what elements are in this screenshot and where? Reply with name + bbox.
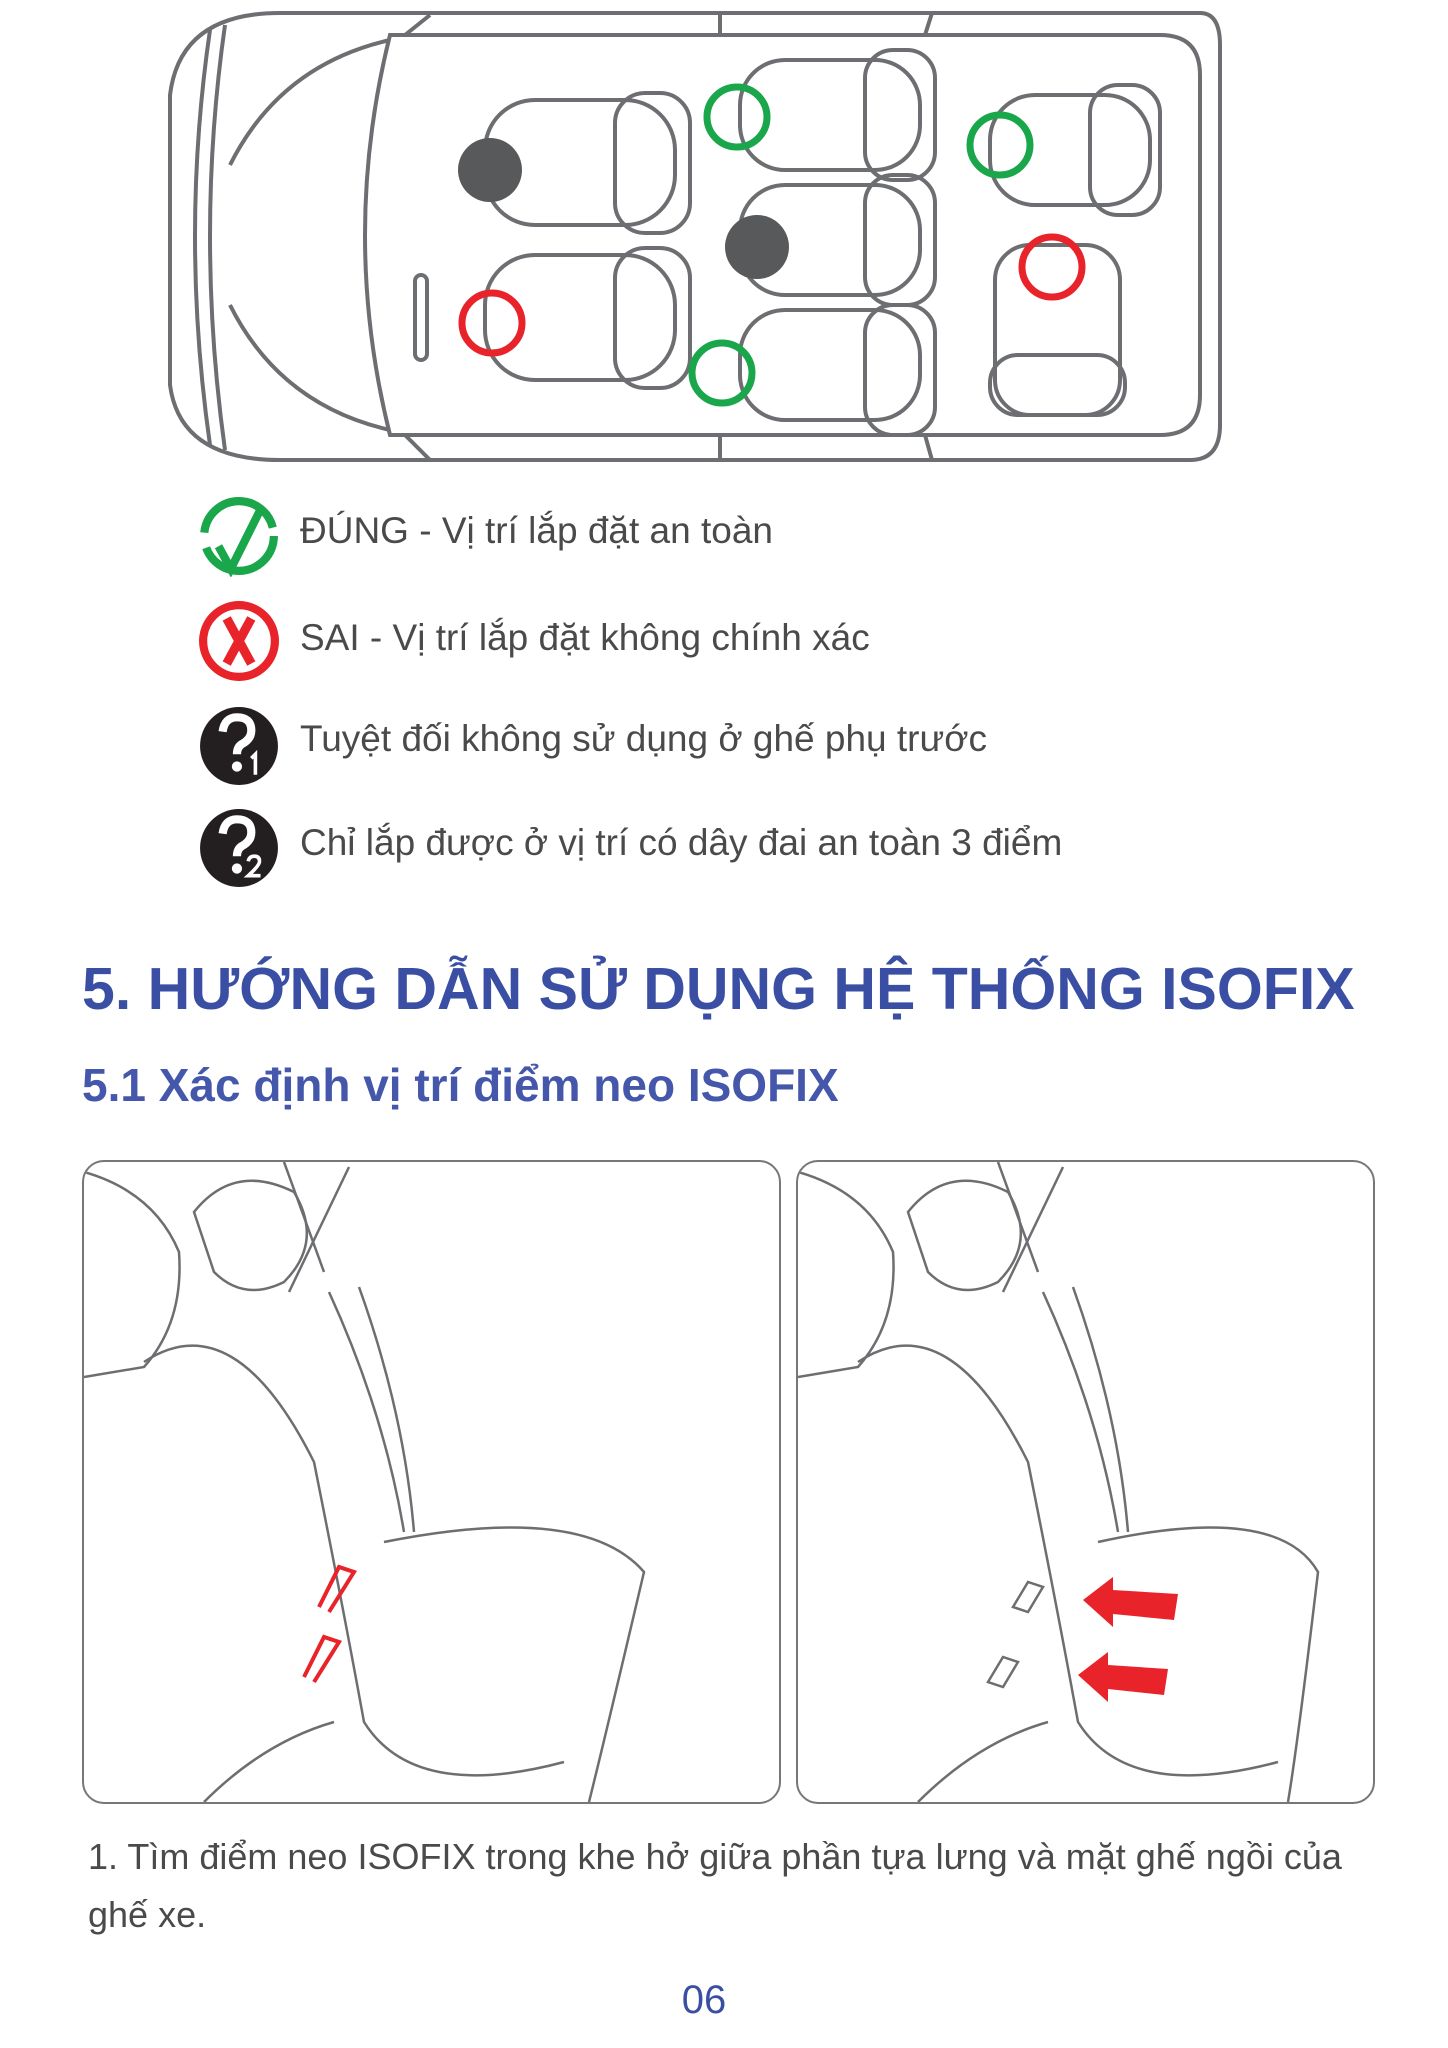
legend-text-correct: ĐÚNG - Vị trí lắp đặt an toàn [300,510,773,551]
instruction-text: 1. Tìm điểm neo ISOFIX trong khe hở giữa… [88,1836,1342,1935]
x-circle-icon [199,601,279,681]
arrow-left-icon [1078,1577,1178,1702]
legend-text-wrong: SAI - Vị trí lắp đặt không chính xác [300,617,870,658]
isofix-anchor-highlight [302,1564,358,1684]
section-heading: 5. HƯỚNG DẪN SỬ DỤNG HỆ THỐNG ISOFIX [82,956,1355,1022]
legend-text-question-2: Chỉ lắp được ở vị trí có dây đai an toàn… [300,822,1063,863]
car-seat-position-diagram [168,11,1222,462]
question-2-icon [200,809,278,887]
isofix-illustration-left [82,1160,781,1804]
isofix-illustration-right [796,1160,1375,1804]
subsection-heading: 5.1 Xác định vị trí điểm neo ISOFIX [82,1059,839,1111]
page-number: 06 [681,1978,727,2022]
question-1-icon [200,707,278,785]
legend-text-question-1: Tuyệt đối không sử dụng ở ghế phụ trước [300,718,988,759]
check-circle-icon [200,497,278,577]
